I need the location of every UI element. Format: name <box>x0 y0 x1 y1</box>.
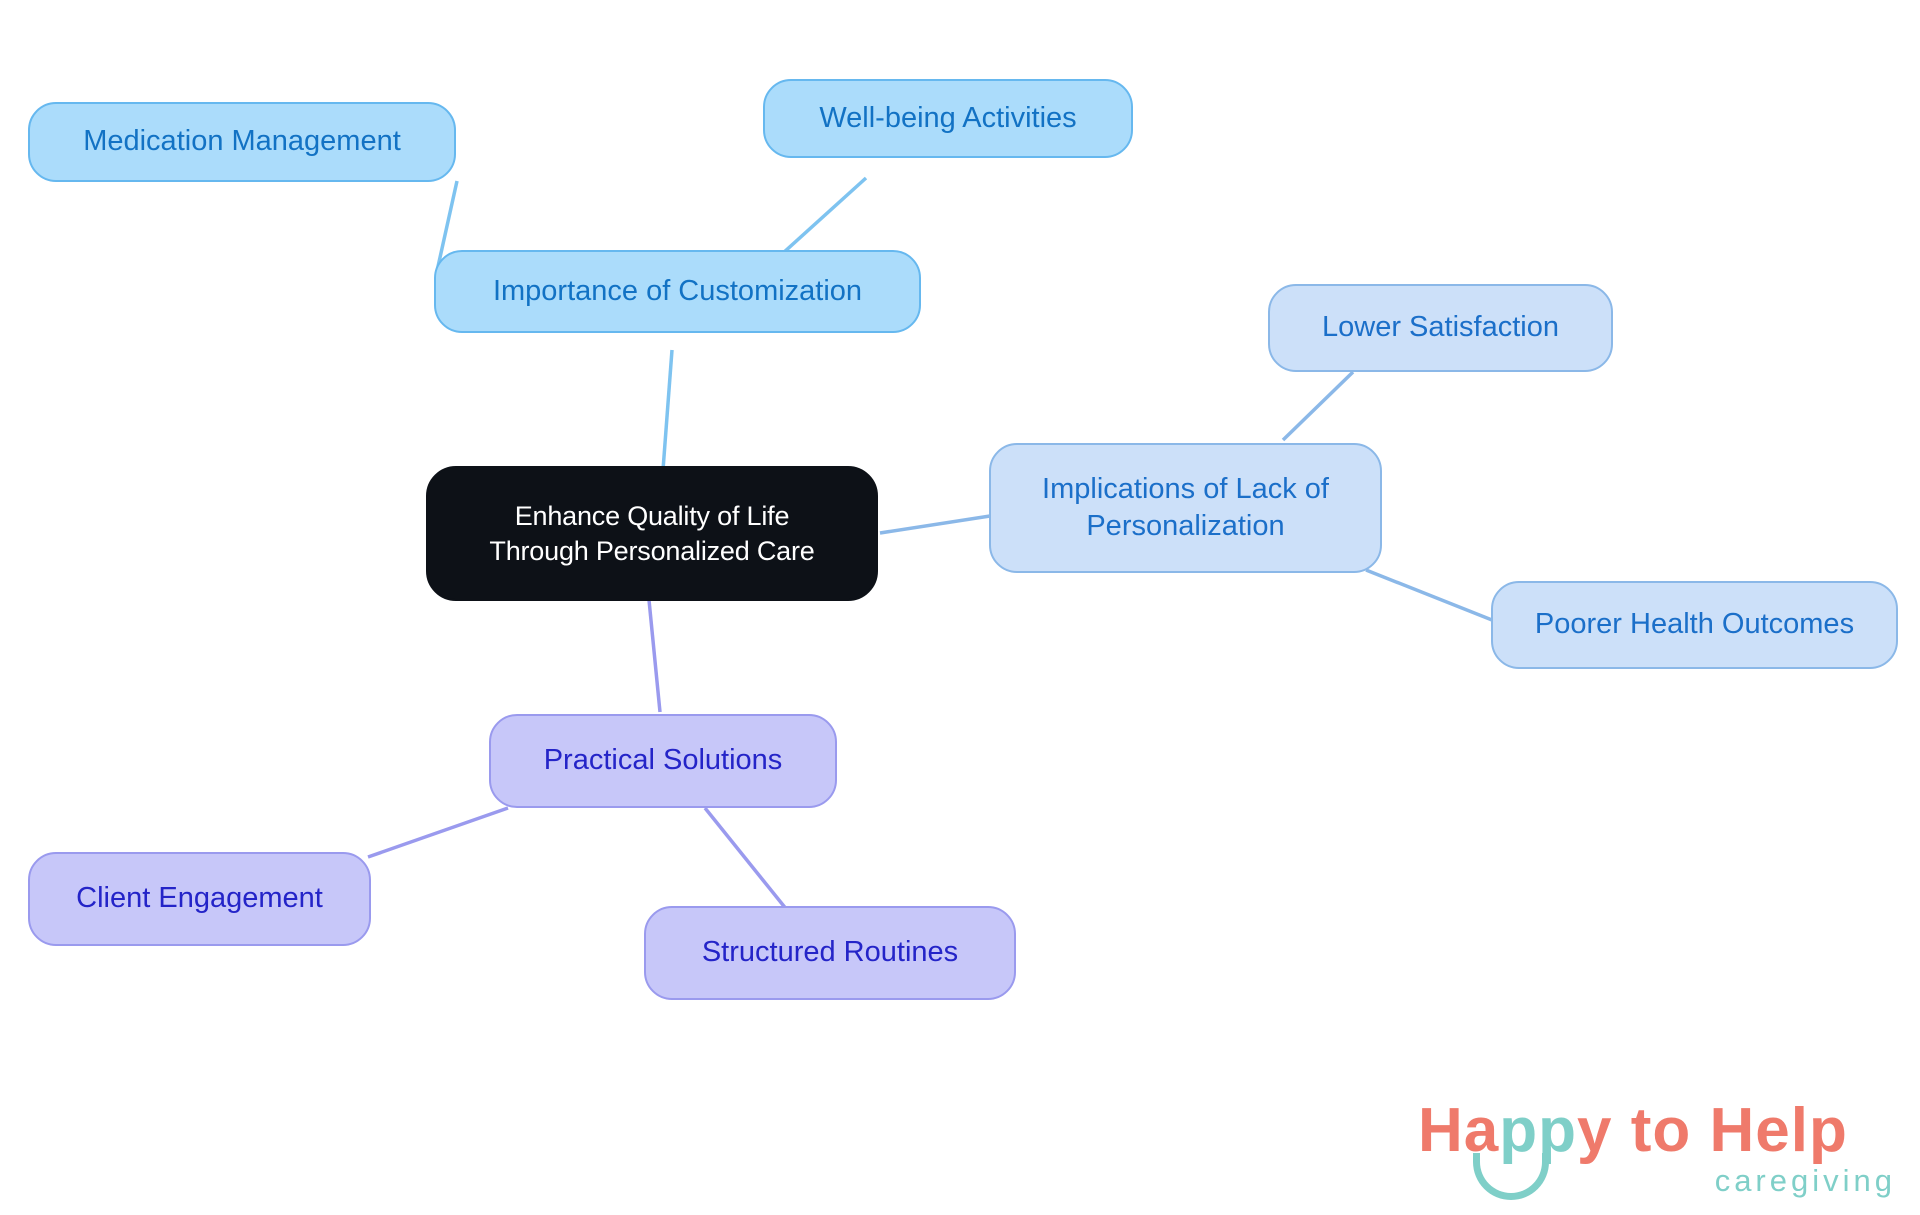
logo-word-part3: y to Help <box>1577 1096 1848 1165</box>
node-client-engagement[interactable]: Client Engagement <box>28 852 371 946</box>
edge-implications-to-poorerhealth <box>1365 568 1493 622</box>
node-poorer-health-outcomes[interactable]: Poorer Health Outcomes <box>1491 581 1898 669</box>
node-label: Enhance Quality of Life Through Personal… <box>489 500 815 566</box>
node-lower-satisfaction[interactable]: Lower Satisfaction <box>1268 284 1613 372</box>
logo-subtitle: caregiving <box>1714 1163 1896 1198</box>
node-practical-solutions[interactable]: Practical Solutions <box>489 714 837 808</box>
node-medication-management[interactable]: Medication Management <box>28 102 456 182</box>
edge-root-to-implications <box>879 514 991 535</box>
node-label: Poorer Health Outcomes <box>1534 608 1855 641</box>
edge-implications-to-lowersatisfaction <box>1281 370 1355 442</box>
node-label: Practical Solutions <box>543 744 783 777</box>
node-importance-of-customization[interactable]: Importance of Customization <box>434 250 921 333</box>
node-label: Lower Satisfaction <box>1322 311 1559 344</box>
node-label: Structured Routines <box>701 936 959 969</box>
brand-logo: Happy to Help caregiving <box>1418 1095 1898 1207</box>
node-wellbeing-activities[interactable]: Well-being Activities <box>763 79 1133 158</box>
node-label: Well-being Activities <box>819 101 1077 134</box>
node-label: Medication Management <box>83 125 401 158</box>
node-label: Implications of Lack of Personalization <box>1042 472 1329 542</box>
node-label: Importance of Customization <box>492 274 863 307</box>
node-implications-of-lack-of-personalization[interactable]: Implications of Lack of Personalization <box>989 443 1382 573</box>
edge-practical-to-structuredroutines <box>703 806 789 912</box>
node-structured-routines[interactable]: Structured Routines <box>644 906 1016 1000</box>
node-root-enhance-quality-of-life[interactable]: Enhance Quality of Life Through Personal… <box>426 466 878 601</box>
edge-practical-to-clientengagement <box>367 806 509 859</box>
smile-icon <box>1473 1153 1549 1200</box>
edge-root-to-importance <box>661 349 674 471</box>
node-label: Client Engagement <box>76 882 323 915</box>
edge-root-to-practical <box>647 599 662 713</box>
